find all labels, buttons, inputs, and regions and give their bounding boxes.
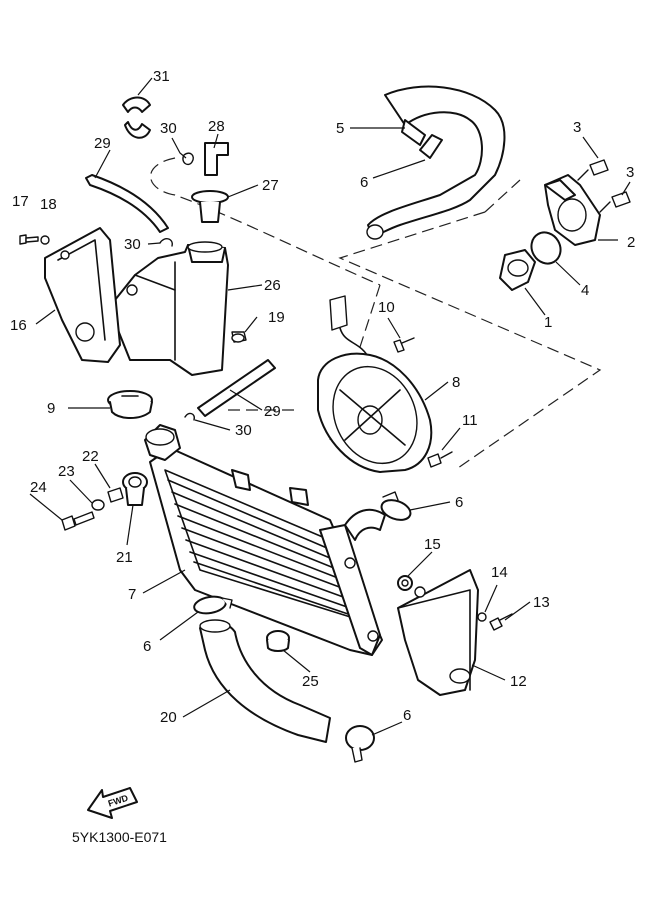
part-16-tank-cover [44,227,121,363]
part-10-bolt [393,337,415,353]
callout-20: 20 [160,709,177,726]
callout-6: 6 [143,638,151,655]
part-13-bolt [489,613,513,631]
callout-30: 30 [235,422,252,439]
callout-29: 29 [264,403,281,420]
part-11-bolt [427,451,453,468]
part-24-bolt [61,511,95,531]
part-22-collar [107,487,124,503]
callout-29: 29 [94,135,111,152]
callout-13: 13 [533,594,550,611]
callout-22: 22 [82,448,99,465]
part-29-hose-lower [197,359,276,417]
callout-30: 30 [124,236,141,253]
part-12-side-cover [397,569,479,696]
callout-26: 26 [264,277,281,294]
callout-16: 16 [10,317,27,334]
part-28-elbow-fitting [182,142,229,176]
callout-4: 4 [581,282,589,299]
part-3-bolt [577,159,609,181]
callout-12: 12 [510,673,527,690]
callout-1: 1 [544,314,552,331]
part-2-thermostat-housing [544,174,601,246]
part-8-cooling-fan [317,352,433,473]
callout-3: 3 [573,119,581,136]
part-6-hose-clamp-lower-right [345,725,375,763]
fwd-direction-arrow-icon: FWD [87,787,138,819]
callout-7: 7 [128,586,136,603]
fan-connector-wire [329,295,371,361]
part-9-radiator-cap [107,390,153,419]
radiator-filler-neck [144,424,181,461]
callout-24: 24 [30,479,47,496]
part-29-breather-hose-upper [85,174,169,233]
callout-6: 6 [360,174,368,191]
callout-leader-lines [29,77,631,736]
callout-31: 31 [153,68,170,85]
part-27-tank-cap [191,190,229,223]
part-7-radiator [149,447,386,656]
callout-14: 14 [491,564,508,581]
part-15-grommet [397,575,413,591]
callout-9: 9 [47,400,55,417]
callout-5: 5 [336,120,344,137]
callout-2: 2 [627,234,635,251]
callout-25: 25 [302,673,319,690]
part-19-bolt [231,331,247,343]
part-14-washer [477,612,487,622]
part-6-hose-clamp-lower-left [193,595,233,615]
part-6-hose-clamp-top [419,134,443,159]
callout-28: 28 [208,118,225,135]
part-20-lower-hose [199,619,331,743]
callout-10: 10 [378,299,395,316]
callout-17: 17 [12,193,29,210]
callout-18: 18 [40,196,57,213]
callout-15: 15 [424,536,441,553]
part-21-grommet [122,472,148,506]
callout-19: 19 [268,309,285,326]
diagram-code: 5YK1300-E071 [72,829,167,845]
part-5-upper-hose [366,85,506,240]
callout-3: 3 [626,164,634,181]
callout-21: 21 [116,549,133,566]
part-31-clip [122,96,151,139]
callout-30: 30 [160,120,177,137]
callout-8: 8 [452,374,460,391]
part-26-reservoir-tank [114,241,229,376]
part-23-washer [91,499,105,511]
part-3-bolt-second [599,191,631,213]
callout-6: 6 [403,707,411,724]
part-6-hose-clamp-right [380,491,412,521]
part-25-grommet [266,630,290,652]
part-4-o-ring [530,231,562,265]
callout-11: 11 [462,412,478,429]
callout-6: 6 [455,494,463,511]
part-17-bolt [19,234,39,245]
part-1-thermostat [499,249,536,291]
part-18-washer [40,235,50,245]
callout-23: 23 [58,463,75,480]
callout-27: 27 [262,177,279,194]
callout-labels: 31 30 28 29 27 17 18 30 26 16 19 9 29 30… [10,68,635,726]
part-30-clip [159,238,196,421]
